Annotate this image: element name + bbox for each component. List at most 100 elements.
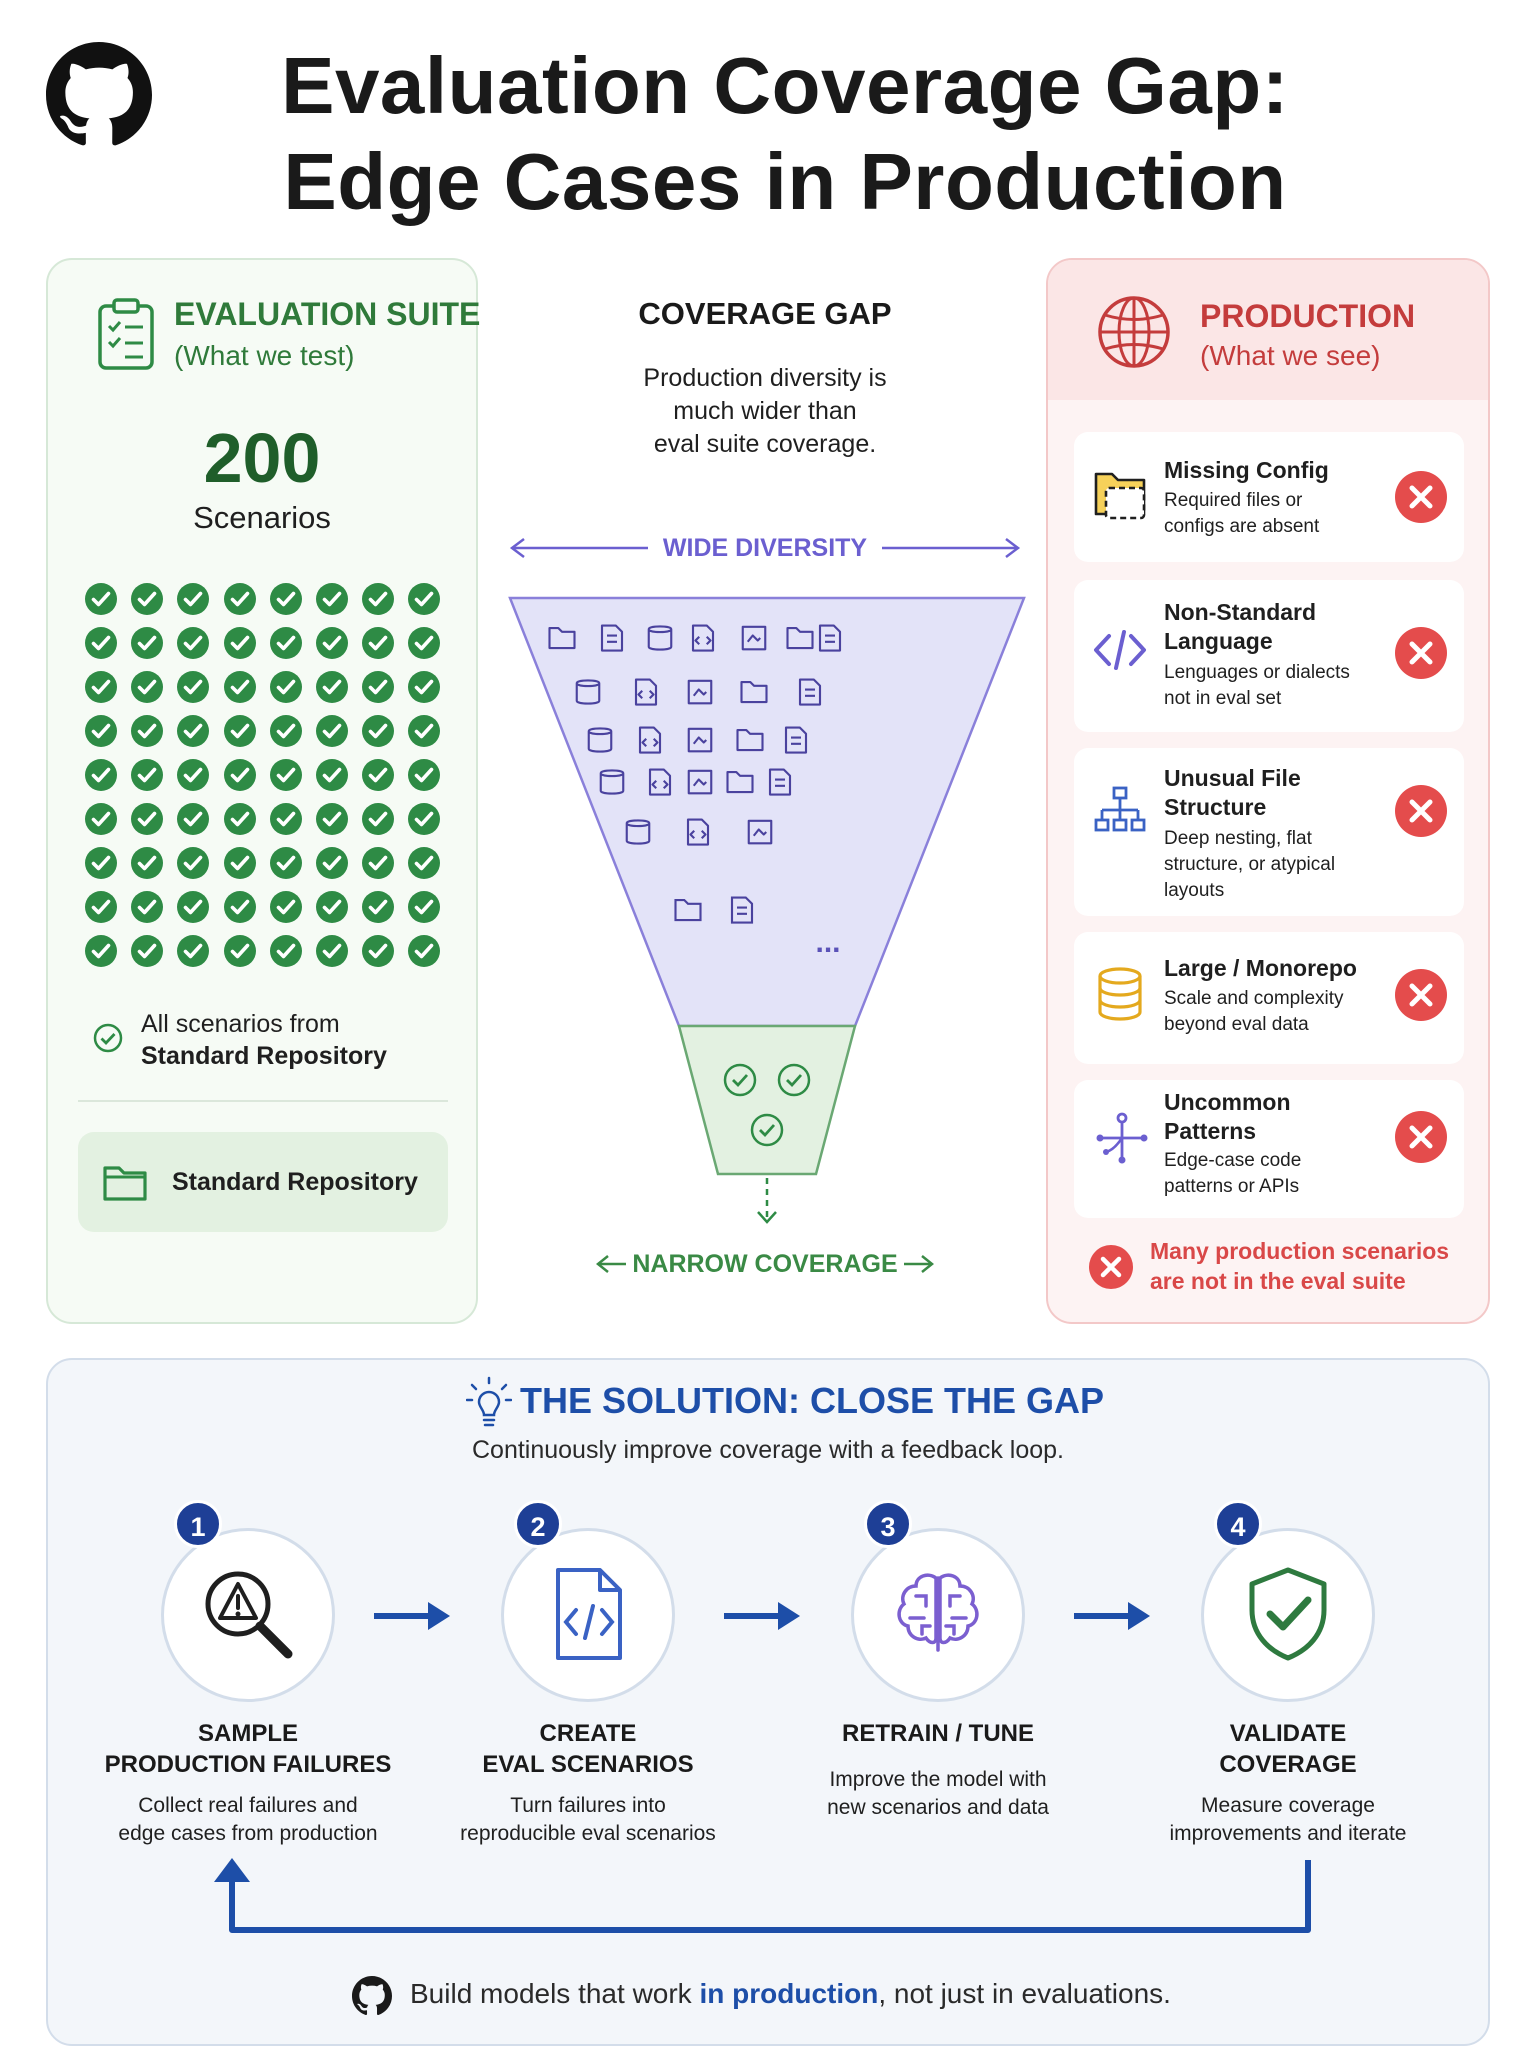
check-circle-outline-icon	[93, 1023, 123, 1053]
check-circle-icon	[408, 671, 441, 703]
eval-suite-subtitle: (What we test)	[174, 340, 355, 371]
check-circle-icon	[315, 847, 348, 879]
check-circle-icon	[223, 803, 256, 835]
check-circle-icon	[408, 627, 441, 659]
check-circle-icon	[85, 671, 117, 703]
file-type-icon	[687, 769, 713, 795]
check-circle-icon	[85, 759, 117, 791]
check-circle-icon	[223, 583, 256, 615]
check-circle-icon	[315, 715, 348, 747]
scenario-count: 200	[203, 419, 321, 497]
arrow-right-icon	[724, 1602, 800, 1630]
arrow-right-icon	[1074, 1602, 1150, 1630]
file-type-icon	[736, 728, 764, 752]
check-circle-icon	[315, 935, 348, 967]
check-circle-icon	[177, 627, 210, 659]
production-item-title: Large / Monorepo	[1164, 955, 1357, 981]
check-circle-icon	[269, 759, 302, 791]
file-type-icon	[691, 624, 715, 652]
file-type-icon	[674, 898, 702, 922]
check-circle-icon	[85, 803, 117, 835]
eval-suite-title: EVALUATION SUITE	[174, 296, 481, 332]
error-x-icon	[1089, 1245, 1133, 1289]
arrow-right-icon	[374, 1602, 450, 1630]
title-line-2: Edge Cases in Production	[283, 137, 1287, 226]
check-circle-icon	[177, 935, 210, 967]
coverage-funnel: ...	[508, 596, 1026, 1224]
step-circle	[1201, 1528, 1375, 1702]
file-type-icon	[740, 680, 768, 704]
check-circle-icon	[223, 715, 256, 747]
file-type-icon	[687, 679, 713, 705]
check-circle-icon	[315, 627, 348, 659]
check-circle-icon	[315, 803, 348, 835]
production-item-title: Unusual File Structure	[1164, 765, 1301, 820]
branch-icon	[1096, 1112, 1148, 1164]
check-circle-outline-icon	[723, 1063, 757, 1097]
check-circle-icon	[269, 627, 302, 659]
step-number-badge: 1	[174, 1500, 222, 1548]
file-type-icon	[686, 818, 710, 846]
code-file-icon	[556, 1568, 622, 1660]
shield-check-icon	[1249, 1567, 1327, 1661]
production-item-desc: Required files or configs are absent	[1164, 490, 1320, 537]
check-circle-icon	[408, 583, 441, 615]
step-number-badge: 4	[1214, 1500, 1262, 1548]
warning-search-icon	[205, 1571, 293, 1659]
check-circle-icon	[177, 715, 210, 747]
coverage-desc-line-3: eval suite coverage.	[653, 430, 877, 458]
check-circle-icon	[131, 583, 164, 615]
check-circle-outline-icon	[750, 1113, 784, 1147]
hierarchy-icon	[1094, 786, 1146, 832]
funnel-eval-region	[677, 1024, 857, 1176]
clipboard-checklist-icon	[98, 298, 154, 370]
file-type-icon	[786, 626, 814, 650]
github-icon	[352, 1976, 392, 2016]
check-circle-icon	[362, 935, 395, 967]
error-x-icon	[1395, 1111, 1447, 1163]
file-type-icon	[768, 768, 792, 796]
check-circle-icon	[131, 759, 164, 791]
check-circle-icon	[177, 671, 210, 703]
file-type-icon	[730, 896, 754, 924]
scenario-check-grid	[84, 582, 444, 968]
check-circle-icon	[315, 583, 348, 615]
funnel-down-arrow	[757, 1178, 777, 1224]
title-line-1: Evaluation Coverage Gap:	[281, 41, 1289, 130]
production-item-desc: Scale and complexity beyond eval data	[1164, 988, 1344, 1035]
check-circle-icon	[85, 583, 117, 615]
scenario-count-label: Scenarios	[193, 500, 331, 535]
feedback-loop-arrow	[214, 1858, 1311, 1933]
tagline-prefix: Build models that work	[410, 1978, 700, 2009]
check-circle-icon	[131, 715, 164, 747]
production-subtitle: (What we see)	[1200, 340, 1381, 371]
narrow-coverage-arrows	[595, 1255, 935, 1273]
production-item-title: Missing Config	[1164, 457, 1329, 483]
file-type-icon	[625, 819, 651, 845]
step-circle	[161, 1528, 335, 1702]
globe-icon	[1098, 296, 1170, 368]
step-circle	[501, 1528, 675, 1702]
check-circle-icon	[223, 759, 256, 791]
file-type-icon	[587, 727, 613, 753]
file-type-icon	[784, 726, 808, 754]
check-circle-icon	[315, 671, 348, 703]
step-number-badge: 2	[514, 1500, 562, 1548]
check-circle-icon	[131, 847, 164, 879]
check-circle-icon	[269, 715, 302, 747]
check-circle-outline-icon	[777, 1063, 811, 1097]
coverage-gap-description: Production diversity is much wider than …	[560, 362, 970, 461]
check-circle-icon	[362, 847, 395, 879]
step-title: SAMPLE PRODUCTION FAILURES	[104, 1720, 392, 1778]
production-footer-note: Many production scenarios are not in the…	[1150, 1238, 1450, 1294]
check-circle-icon	[269, 891, 302, 923]
file-type-icon	[818, 624, 842, 652]
database-icon	[1098, 967, 1142, 1021]
step-description: Measure coverage improvements and iterat…	[1169, 1794, 1407, 1845]
production-item-desc: Edge-case code patterns or APIs	[1164, 1150, 1302, 1197]
check-circle-icon	[408, 759, 441, 791]
file-type-icon	[647, 625, 673, 651]
check-circle-icon	[131, 803, 164, 835]
folder-icon	[103, 1166, 147, 1201]
code-icon	[1094, 630, 1146, 670]
